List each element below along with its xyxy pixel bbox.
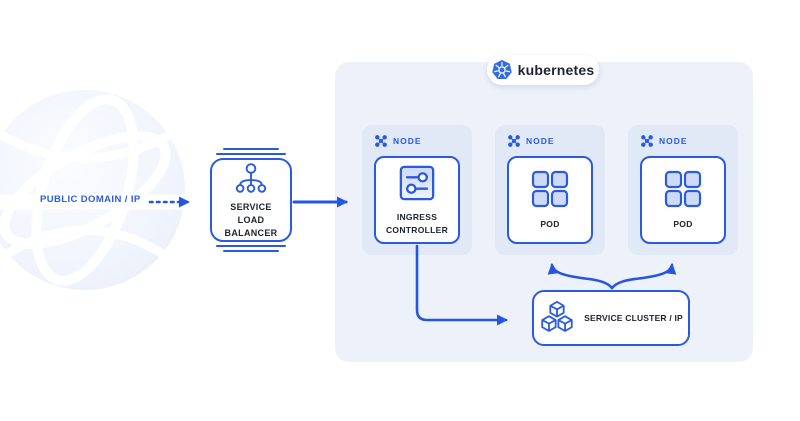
node-mesh-icon xyxy=(641,135,653,147)
distribution-tree-icon xyxy=(235,163,267,193)
node-label: NODE xyxy=(526,136,555,146)
pod-label: POD xyxy=(540,219,560,230)
service-cluster-label: SERVICE CLUSTER / IP xyxy=(584,313,683,323)
pod-box[interactable]: POD xyxy=(507,156,593,244)
pod-squares-icon xyxy=(531,171,569,208)
node-mesh-icon xyxy=(508,135,520,147)
kubernetes-logo-icon xyxy=(491,60,512,79)
pod-box[interactable]: POD xyxy=(640,156,726,244)
ingress-controller-box[interactable]: INGRESS CONTROLLER xyxy=(374,156,460,244)
globe-icon xyxy=(0,90,185,290)
pod-squares-icon xyxy=(664,171,702,208)
node-1: NODE INGRESS CONTROLLER xyxy=(362,125,472,255)
node-3: NODE POD xyxy=(628,125,738,255)
load-balancer-label: SERVICE LOAD BALANCER xyxy=(224,201,278,238)
stack-line xyxy=(216,245,286,247)
node-header: NODE xyxy=(495,125,605,147)
stack-line xyxy=(223,148,279,150)
load-balancer-box[interactable]: SERVICE LOAD BALANCER xyxy=(210,158,292,242)
kubernetes-label: kubernetes xyxy=(517,62,595,78)
node-header: NODE xyxy=(628,125,738,147)
node-mesh-icon xyxy=(375,135,387,147)
service-cluster-ip-box[interactable]: SERVICE CLUSTER / IP xyxy=(532,290,690,346)
node-label: NODE xyxy=(393,136,422,146)
node-label: NODE xyxy=(659,136,688,146)
cubes-icon xyxy=(541,301,573,332)
stack-line xyxy=(216,153,286,155)
pod-label: POD xyxy=(673,219,693,230)
sliders-icon xyxy=(399,165,435,201)
ingress-controller-label: INGRESS CONTROLLER xyxy=(385,211,449,235)
kubernetes-badge[interactable]: kubernetes xyxy=(487,55,599,85)
node-2: NODE POD xyxy=(495,125,605,255)
service-load-balancer[interactable]: SERVICE LOAD BALANCER xyxy=(210,148,292,252)
stack-line xyxy=(223,250,279,252)
public-domain-ip-label: PUBLIC DOMAIN / IP xyxy=(40,194,141,205)
node-header: NODE xyxy=(362,125,472,147)
